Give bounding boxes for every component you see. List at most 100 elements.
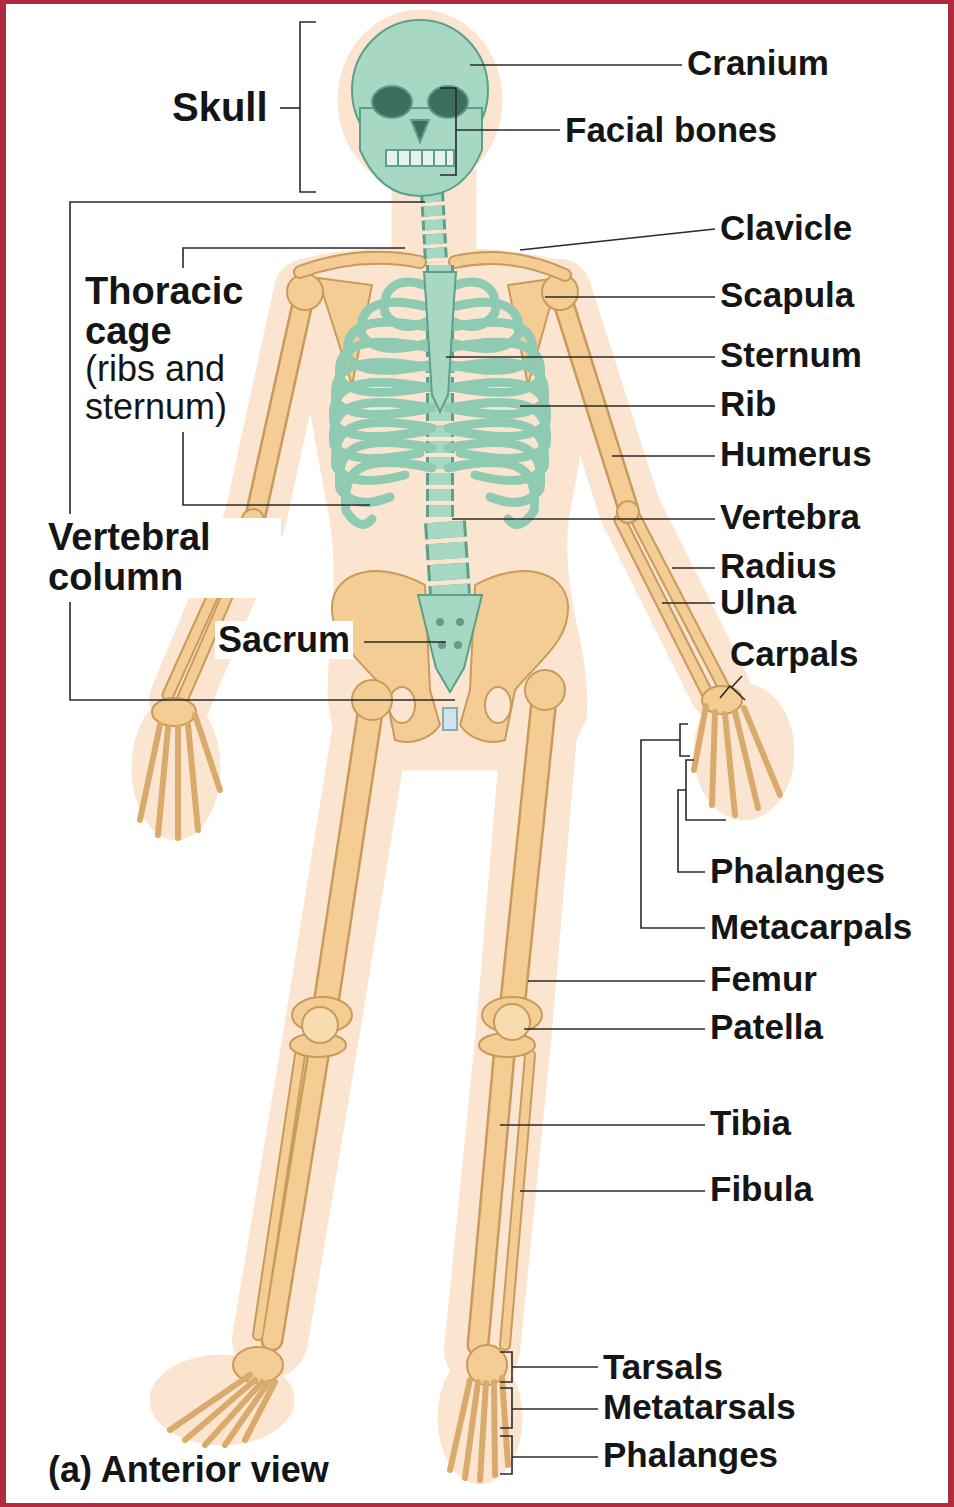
frame [6,4,948,1503]
hand-bones [140,686,780,838]
leader-lines [470,64,682,66]
leader-lines [70,22,745,1474]
arm-bones [560,292,628,508]
rib-bones [448,462,535,524]
sacrum-bone [457,619,463,625]
arm-bones [287,274,323,310]
leg-bones [478,1045,505,1345]
leader-lines [512,1408,598,1410]
leader-lines [440,88,456,175]
part-label: Thoracic cage [85,272,285,352]
arm-bones [634,515,724,688]
arm-bones [255,292,305,518]
spine-bone [432,192,436,262]
skull-bone [445,150,447,166]
arm-bones [620,520,708,695]
leader-lines [520,1190,705,1192]
leg-bones [512,690,545,1010]
leader-lines [612,455,715,457]
pelvis-bone [443,708,457,730]
part-label: Vertebral column [45,518,281,598]
part-label: Sacrum [215,621,353,659]
foot-bones [233,1347,283,1383]
skull-bone [386,150,454,166]
leg-bones [325,700,372,1010]
part-label: Tibia [710,1105,791,1142]
leader-lines [732,676,742,687]
skull-bone [372,86,412,118]
spine-bone [445,522,450,595]
arm-bones [620,520,708,695]
leader-lines [672,567,715,569]
part-label: Radius [720,548,837,585]
body-silhouette [132,696,220,840]
hand-bones [712,712,715,805]
leader-lines [528,980,705,982]
clavicle-bone [455,258,565,275]
part-label: Clavicle [720,210,852,247]
leader-lines [446,356,715,358]
leader-lines [500,1124,705,1126]
leg-bones [325,700,372,1010]
body-silhouette [694,684,794,820]
leader-lines [524,1028,705,1030]
leg-bones [258,690,545,1345]
skull-bone [352,20,488,196]
leader-lines [364,641,446,643]
sacrum-bone [437,619,443,625]
leader-lines [456,129,560,131]
leg-bones [512,690,545,1010]
foot-bones [502,1378,508,1465]
leg-bones [302,1007,338,1043]
body-silhouette [338,10,502,190]
hand-bones [694,706,706,770]
leader-lines [70,602,455,700]
leader-lines [500,1388,512,1428]
part-label: Metatarsals [603,1389,796,1426]
leader-lines [300,22,316,192]
part-label: Fibula [710,1171,813,1208]
sternum-bone [424,272,456,412]
part-label: Cranium [687,45,829,82]
sacrum-bone [418,595,482,692]
clavicle-bone [300,258,420,272]
skull-bone [409,150,411,166]
hand-bones [725,714,735,815]
leader-lines [678,790,705,872]
hand-bones [744,708,780,795]
rib-bones [345,462,432,524]
leg-bones [505,1055,530,1345]
leader-lines [641,740,705,928]
skull-bone [360,108,482,196]
clavicle-bone [300,258,420,272]
view-caption: (a) Anterior view [48,1451,329,1489]
skull-bone [428,86,468,118]
spine-bone [445,522,450,595]
skull-bone [433,150,435,166]
sacrum-bone [455,642,461,648]
leader-lines [520,229,715,250]
skull-bone [411,120,429,142]
skull-bone [421,150,423,166]
leader-lines [183,432,370,505]
part-label: Rib [720,386,776,423]
hand-bones [188,725,198,830]
leader-lines [662,602,715,604]
leader-lines [680,724,690,756]
part-label: Phalanges [710,853,885,890]
leader-lines [520,405,715,407]
leader-lines [512,1366,598,1368]
sacrum-bone [418,595,482,692]
part-label: Scapula [720,277,854,314]
part-label: Humerus [720,436,872,473]
foot-bones [480,1383,486,1480]
part-label: Skull [172,86,268,128]
skull-bone [397,150,399,166]
leg-bones [525,670,565,710]
hand-bones [175,728,181,838]
part-label: Carpals [730,636,858,673]
hand-bones [152,698,196,726]
